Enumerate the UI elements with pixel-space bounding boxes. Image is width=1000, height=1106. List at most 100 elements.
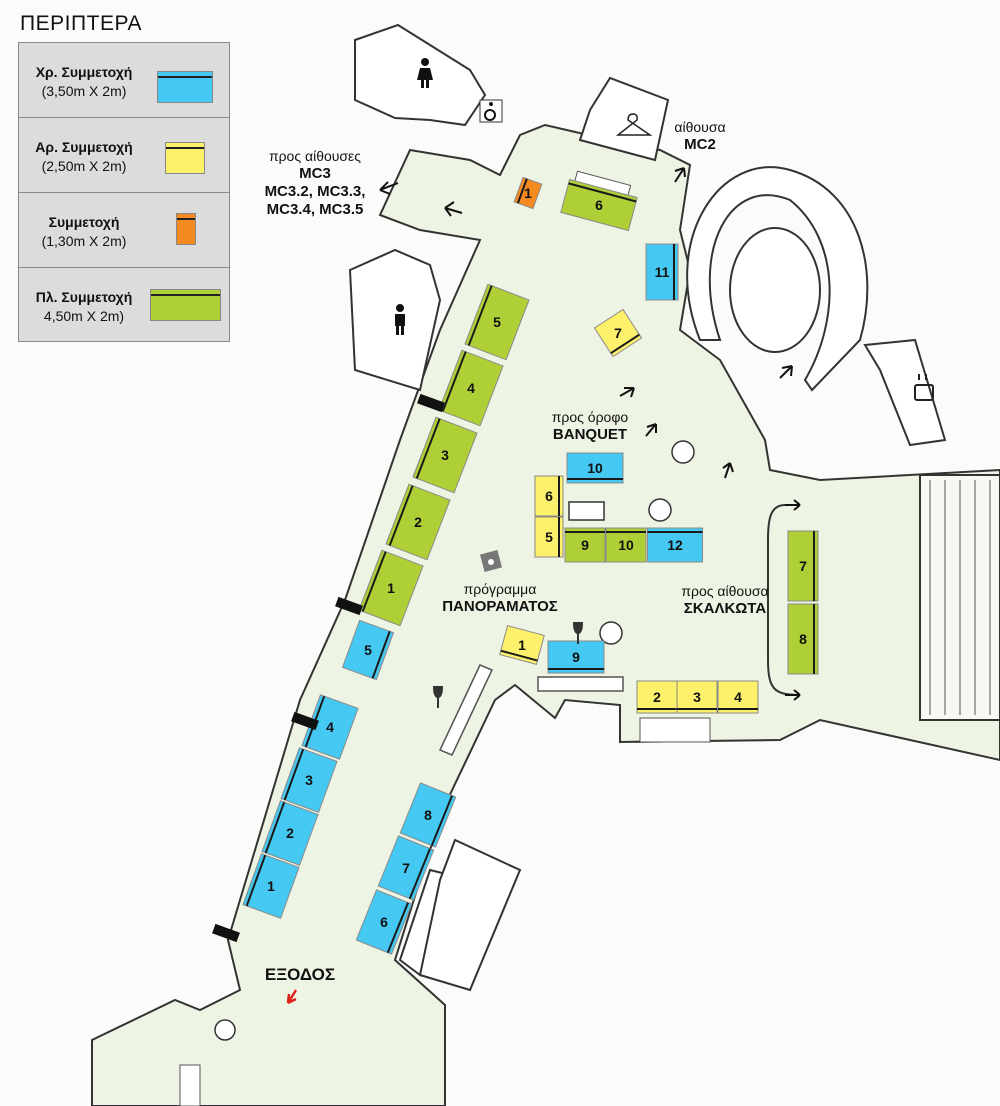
legend-item-name: Συμμετοχή — [48, 214, 120, 230]
arrow-icon — [785, 499, 801, 511]
label-line: MC3.4, MC3.5 — [266, 201, 364, 218]
booth-rect — [464, 283, 530, 361]
booth-rect — [605, 527, 647, 563]
label-line: αίθουσα — [674, 119, 726, 135]
banquet-label: προς όροφο BANQUET — [535, 408, 645, 444]
elevator-icon — [914, 374, 934, 401]
booth-blue-6[interactable]: 6 — [355, 889, 413, 955]
mc2-label: αίθουσα MC2 — [665, 118, 735, 154]
booth-blue-8[interactable]: 8 — [399, 782, 457, 848]
booth-number: 9 — [572, 649, 580, 665]
booth-number: 10 — [587, 460, 603, 476]
booth-yellow-4[interactable]: 4 — [717, 680, 759, 714]
booth-back-line — [467, 285, 493, 346]
stairs — [639, 717, 711, 743]
arrow-icon — [619, 387, 635, 398]
booth-number: 10 — [618, 537, 634, 553]
booth-number: 7 — [799, 558, 807, 574]
booth-back-line — [388, 485, 414, 546]
column — [671, 440, 695, 464]
pillars — [212, 393, 445, 943]
legend-item-size: (3,50m X 2m) — [41, 83, 127, 99]
white-table — [568, 501, 605, 521]
booth-green-2[interactable]: 2 — [385, 483, 451, 561]
booth-yellow-5[interactable]: 5 — [534, 516, 564, 558]
seating-rows — [929, 480, 991, 715]
service-area — [863, 338, 947, 447]
booth-back-line — [283, 748, 305, 801]
booth-rect — [438, 349, 504, 427]
booth-rect — [499, 624, 545, 666]
booth-blue-10[interactable]: 10 — [566, 452, 624, 484]
booth-green-4[interactable]: 4 — [438, 349, 504, 427]
booth-blue-7[interactable]: 7 — [377, 835, 435, 901]
cloakroom — [578, 76, 670, 162]
booth-yellow-6[interactable]: 6 — [534, 475, 564, 517]
booth-green-10[interactable]: 10 — [605, 527, 647, 563]
arrow-icon — [674, 167, 686, 183]
booth-green-5[interactable]: 5 — [464, 283, 530, 361]
booth-number: 3 — [305, 772, 313, 788]
booth-yellow-2[interactable]: 2 — [636, 680, 678, 714]
wine-glass-icon — [433, 686, 443, 708]
booth-green-8[interactable]: 8 — [787, 603, 819, 675]
booth-blue-9[interactable]: 9 — [547, 640, 605, 674]
stage-outline — [767, 504, 801, 696]
legend-swatch-yellow — [165, 142, 205, 174]
booth-blue-12[interactable]: 12 — [647, 527, 703, 563]
amphitheatre — [686, 166, 869, 392]
booth-number: 4 — [467, 380, 475, 396]
booth-blue-11[interactable]: 11 — [645, 243, 679, 301]
legend-item-size: (1,30m X 2m) — [41, 233, 127, 249]
booth-rect — [636, 680, 678, 714]
booth-blue-4[interactable]: 4 — [301, 694, 359, 760]
booth-blue-3[interactable]: 3 — [280, 747, 338, 813]
booth-orange-1[interactable]: 1 — [513, 176, 543, 210]
lower-right-room — [418, 838, 522, 992]
booth-number: 5 — [545, 529, 553, 545]
arrow-icon — [379, 181, 399, 195]
booth-yellow-7[interactable]: 7 — [593, 308, 643, 358]
booth-rect — [399, 782, 457, 848]
booth-yellow-1[interactable]: 1 — [499, 624, 545, 666]
booth-green-1[interactable]: 1 — [358, 549, 424, 627]
booth-back-line — [516, 178, 528, 204]
label-line: MC3 — [299, 165, 331, 182]
escalator — [179, 1064, 201, 1106]
booth-yellow-3[interactable]: 3 — [676, 680, 718, 714]
booth-rect — [513, 176, 543, 210]
booth-green-3[interactable]: 3 — [412, 416, 478, 494]
booth-back-line — [371, 630, 391, 679]
booth-green-7[interactable]: 7 — [787, 530, 819, 602]
booth-green-9[interactable]: 9 — [564, 527, 606, 563]
booth-number: 8 — [424, 807, 432, 823]
booth-number: 1 — [267, 878, 275, 894]
booth-number: 8 — [799, 631, 807, 647]
booth-number: 9 — [581, 537, 589, 553]
booth-green-6[interactable]: 6 — [560, 178, 638, 232]
booth-number: 1 — [518, 637, 526, 653]
booth-back-line — [245, 854, 267, 907]
legend-item-gold: Χρ. Συμμετοχή (3,50m X 2m) — [19, 43, 229, 118]
booth-number: 7 — [614, 325, 622, 341]
booth-number: 3 — [693, 689, 701, 705]
legend: Χρ. Συμμετοχή(3,50m X 2m) Αρ. Συμμετοχή(… — [18, 42, 230, 342]
legend-swatch-orange — [176, 213, 196, 245]
legend-swatch-green — [150, 289, 221, 321]
booth-number: 12 — [667, 537, 683, 553]
booth-number: 1 — [387, 580, 395, 596]
booth-blue-1[interactable]: 1 — [242, 853, 300, 919]
booth-back-line — [386, 902, 409, 954]
legend-item-size: (2,50m X 2m) — [41, 158, 127, 174]
booth-back-line — [500, 649, 538, 662]
arrow-icon — [722, 462, 734, 479]
booth-back-line — [430, 795, 453, 847]
pillar — [335, 596, 363, 616]
legend-item-name: Χρ. Συμμετοχή — [35, 64, 133, 80]
label-line: ΠΑΝΟΡΑΜΑΤΟΣ — [442, 598, 558, 615]
legend-title: ΠΕΡΙΠΤΕΡΑ — [20, 12, 142, 35]
booth-blue-5[interactable]: 5 — [341, 619, 395, 681]
booth-blue-2[interactable]: 2 — [261, 800, 319, 866]
booth-rect — [358, 549, 424, 627]
